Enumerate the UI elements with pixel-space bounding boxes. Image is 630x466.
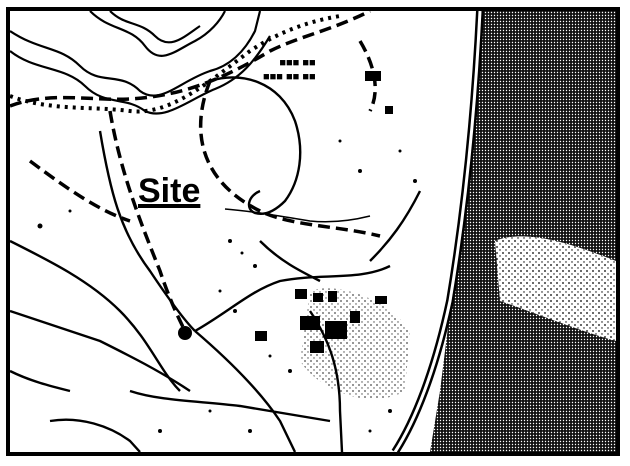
place-name-label: ■■■ ■■ ■■■ ■■ ■■ bbox=[263, 56, 316, 85]
built-up-area bbox=[178, 71, 393, 353]
highway bbox=[391, 11, 484, 452]
dense-vegetation-area bbox=[430, 11, 616, 452]
map-graphic bbox=[10, 11, 616, 452]
dashed-trails bbox=[10, 11, 381, 332]
place-name-line-2: ■■■ ■■ ■■ bbox=[263, 71, 316, 84]
topographic-map: ■■■ ■■ ■■■ ■■ ■■ Site bbox=[6, 7, 620, 456]
site-loop bbox=[209, 76, 302, 215]
speckled-area-2 bbox=[300, 288, 410, 400]
texture-dots bbox=[37, 139, 417, 433]
streams bbox=[10, 130, 422, 452]
site-pointer-line bbox=[224, 208, 371, 223]
speckled-area bbox=[495, 236, 616, 341]
place-name-line-1: ■■■ ■■ bbox=[279, 57, 316, 69]
site-label: Site bbox=[138, 172, 201, 210]
dotted-ridge bbox=[10, 14, 341, 114]
